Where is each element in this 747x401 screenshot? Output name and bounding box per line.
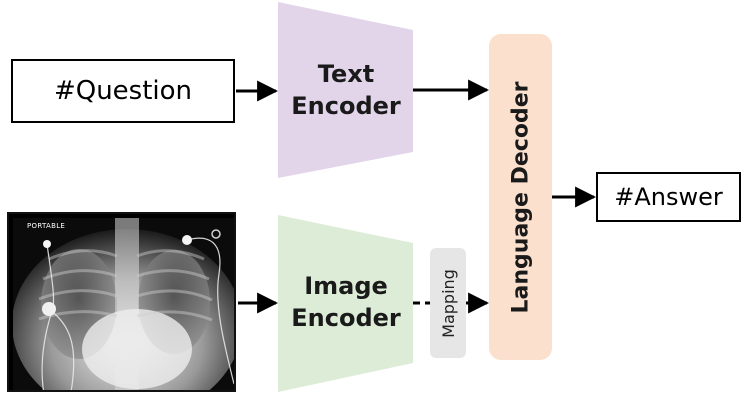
answer-box: #Answer xyxy=(596,172,741,222)
mapping-label: Mapping xyxy=(438,268,458,338)
xray-graphic xyxy=(9,214,234,390)
text-encoder-line2: Encoder xyxy=(291,92,401,120)
chest-xray-image: PORTABLE xyxy=(7,212,236,392)
xray-marker-text: PORTABLE xyxy=(27,222,66,230)
text-encoder-line1: Text xyxy=(317,60,375,88)
language-decoder-label: Language Decoder xyxy=(508,81,533,313)
image-encoder-line2: Encoder xyxy=(291,304,401,332)
image-encoder-shape xyxy=(278,215,413,392)
question-label: #Question xyxy=(53,76,193,106)
mapping-shape xyxy=(430,248,466,358)
image-encoder-label: Image Encoder xyxy=(280,268,412,336)
image-encoder-line1: Image xyxy=(304,272,388,300)
text-encoder-shape xyxy=(278,2,413,178)
question-box: #Question xyxy=(11,59,235,123)
language-decoder-shape xyxy=(489,34,552,360)
text-encoder-label: Text Encoder xyxy=(280,56,412,124)
mapping-label-wrap: Mapping xyxy=(430,248,466,358)
answer-label: #Answer xyxy=(614,183,723,211)
language-decoder-label-wrap: Language Decoder xyxy=(489,34,552,360)
